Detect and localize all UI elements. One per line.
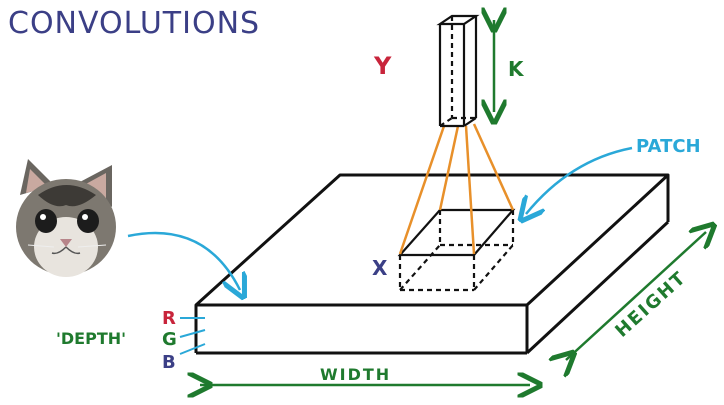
kitten-pointer-arrow — [127, 231, 240, 290]
r-label: R — [162, 308, 176, 329]
kitten-photo — [16, 159, 116, 277]
height-arrow — [566, 232, 706, 360]
patch-label: PATCH — [636, 136, 701, 157]
patch-cube — [397, 208, 516, 292]
height-label: HEIGHT — [611, 267, 691, 342]
width-label: WIDTH — [320, 365, 391, 384]
rgb-ticks — [179, 317, 206, 355]
output-column — [436, 14, 480, 128]
x-label: X — [372, 256, 388, 280]
k-label: K — [508, 57, 525, 81]
patch-pointer-arrow — [526, 146, 633, 214]
g-label: G — [162, 329, 177, 350]
b-label: B — [162, 352, 176, 373]
y-label: Y — [373, 52, 392, 80]
depth-label: 'DEPTH' — [56, 329, 126, 348]
input-volume — [194, 173, 670, 355]
diagram-title: CONVOLUTIONS — [8, 6, 261, 41]
projection-lines — [398, 123, 515, 255]
